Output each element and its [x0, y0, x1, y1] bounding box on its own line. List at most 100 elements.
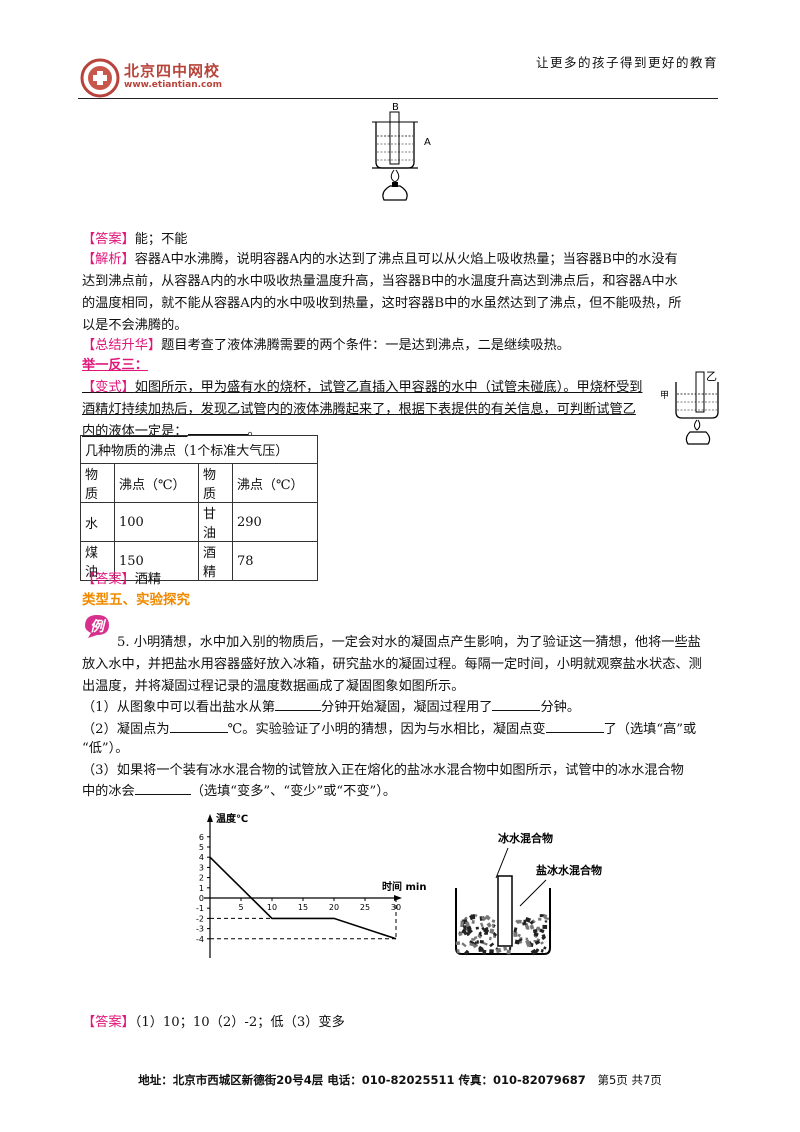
- ice-chunk: [489, 949, 494, 954]
- ice-chunk: [463, 949, 470, 956]
- footer: 地址：北京市西城区新德街20号4层 电话：010-82025511 传真：010…: [0, 1072, 800, 1088]
- ice-chunk: [529, 924, 535, 930]
- variant-tag: 【变式】: [82, 380, 135, 395]
- y-tick-label: 3: [199, 863, 204, 872]
- ice-chunk: [472, 942, 479, 949]
- header-logo: 北京四中网校 www.etiantian.com: [80, 56, 260, 100]
- x-tick-label: 10: [267, 903, 277, 912]
- table-cell: 150: [114, 541, 199, 581]
- ice-chunk: [517, 933, 521, 938]
- blank-start-minute[interactable]: [275, 697, 322, 711]
- ice-chunk: [465, 921, 469, 927]
- table-header: 沸点（℃）: [232, 463, 318, 503]
- ice-chunk: [466, 925, 472, 931]
- ice-chunk: [484, 915, 490, 920]
- table-row: 水 100 甘油 290: [80, 502, 318, 542]
- example-badge: 例: [82, 613, 112, 639]
- y-tick-label: 1: [199, 884, 204, 893]
- ice-chunk: [543, 946, 547, 950]
- ice-chunk: [470, 914, 475, 920]
- ice-chunk: [460, 921, 465, 928]
- ice-chunk: [475, 926, 480, 930]
- ice-chunk: [531, 919, 536, 924]
- example-badge-text: 例: [90, 619, 104, 635]
- variant-line-1: 【变式】如图所示，甲为盛有水的烧杯，试管乙直插入甲容器的水中（试管未碰底）。甲烧…: [82, 380, 643, 395]
- header-rule: [78, 98, 718, 99]
- ice-chunk: [477, 934, 482, 939]
- label-b: B: [392, 102, 399, 113]
- ice-chunk: [508, 946, 512, 950]
- logo-text: 北京四中网校: [124, 62, 221, 80]
- small-beaker-figure: 乙 甲: [660, 370, 719, 445]
- y-tick-label: 2: [199, 874, 204, 883]
- salt-ice-beaker-figure: 冰水混合物 盐冰水混合物: [455, 831, 602, 956]
- blank-duration[interactable]: [492, 697, 541, 711]
- ice-chunk: [492, 923, 495, 928]
- ice-chunk: [489, 928, 495, 934]
- y-tick-label: 6: [199, 833, 204, 842]
- answer-text: 能；不能: [134, 232, 188, 247]
- ice-chunk: [525, 941, 532, 948]
- summary-tag: 【总结升华】: [82, 338, 162, 353]
- ice-chunk: [478, 947, 484, 952]
- q5-part-2b: “低”）。: [82, 741, 129, 756]
- label-salt-ice-water: 盐冰水混合物: [536, 863, 602, 877]
- blank-higher-lower[interactable]: [545, 719, 604, 733]
- ice-chunk: [506, 949, 511, 955]
- analysis-line-1: 【解析】容器A中水沸腾，说明容器A内的水达到了沸点且可以从火焰上吸收热量；当容器…: [82, 252, 678, 267]
- ice-chunk: [534, 940, 541, 945]
- ice-chunk: [525, 939, 530, 944]
- ice-chunk: [479, 922, 484, 928]
- ice-chunk: [456, 949, 460, 954]
- answer-2: 【答案】酒精: [82, 570, 722, 590]
- logo-emblem-icon: [80, 58, 120, 98]
- label-jia: 甲: [660, 390, 669, 401]
- answer-tag: 【答案】: [82, 232, 135, 247]
- table-cell: 甘油: [198, 502, 233, 542]
- example-badge-icon: [85, 615, 109, 638]
- y-tick-label: 4: [199, 853, 204, 862]
- blank-ice-change[interactable]: [134, 781, 191, 795]
- ice-chunk: [513, 932, 518, 937]
- ice-chunk: [538, 917, 542, 921]
- ice-chunk: [458, 931, 463, 937]
- y-tick-label: 5: [199, 843, 204, 852]
- ice-chunk: [503, 946, 508, 951]
- q5-part-3b: 中的冰会（选填“变多”、“变少”或“不变”）。: [82, 781, 722, 802]
- ice-chunk: [492, 932, 498, 937]
- ice-chunk: [517, 938, 523, 943]
- analysis-line-3: 的温度相同，就不能从容器A内的水中吸收到热量，这时容器B中的水虽然达到了沸点，但…: [82, 296, 682, 311]
- ice-chunk: [478, 931, 482, 935]
- analysis-line-4: 以是不会沸腾的。: [82, 318, 188, 333]
- variant-line-2: 酒精灯持续加热后，发现乙试管内的液体沸腾起来了，根据下表提供的有关信息，可判断试…: [82, 402, 636, 417]
- practice-title: 举一反三：: [82, 358, 148, 373]
- x-tick-label: 25: [360, 903, 370, 912]
- blank-freezing-point[interactable]: [169, 719, 228, 733]
- ice-chunk: [543, 914, 548, 919]
- chart-ylabel: 温度℃: [216, 812, 248, 825]
- ice-chunk: [455, 941, 461, 946]
- boiling-apparatus-figure: B A: [372, 102, 431, 201]
- header-slogan: 让更多的孩子得到更好的教育: [535, 55, 718, 70]
- table-cell: 酒精: [198, 541, 233, 581]
- q5-part-1: （1）从图象中可以看出盐水从第分钟开始凝固，凝固过程用了分钟。: [82, 697, 722, 718]
- ice-chunk: [534, 948, 540, 954]
- ice-chunk: [482, 949, 487, 956]
- summary: 【总结升华】题目考查了液体沸腾需要的两个条件：一是达到沸点，二是继续吸热。: [82, 338, 570, 353]
- answer-text: （1）10；10（2）-2；低（3）变多: [134, 1015, 345, 1030]
- q5-part-3: （3）如果将一个装有冰水混合物的试管放入正在熔化的盐冰水混合物中如图所示，试管中…: [82, 763, 684, 778]
- y-tick-label: -1: [196, 904, 204, 913]
- answer-tag: 【答案】: [82, 572, 135, 587]
- q5-line-3: 出温度，并将凝固过程记录的温度数据画成了凝固图象如图所示。: [82, 679, 465, 694]
- answer-1: 【答案】能；不能: [82, 230, 722, 250]
- table-header: 物质: [198, 463, 233, 503]
- ice-chunk: [536, 926, 541, 931]
- answer-text: 酒精: [134, 572, 162, 587]
- ice-chunk: [484, 932, 489, 935]
- x-tick-label: 5: [238, 903, 243, 912]
- answer-blank[interactable]: [187, 421, 248, 435]
- x-tick-label: 20: [329, 903, 339, 912]
- boiling-point-table: 几种物质的沸点（1个标准大气压） 物质 沸点（℃） 物质 沸点（℃） 水 100…: [80, 435, 318, 581]
- ice-chunk: [525, 926, 529, 930]
- q5-line-2: 放入水中，并把盐水用容器盛好放入冰箱，研究盐水的凝固过程。每隔一定时间，小明就观…: [82, 657, 702, 672]
